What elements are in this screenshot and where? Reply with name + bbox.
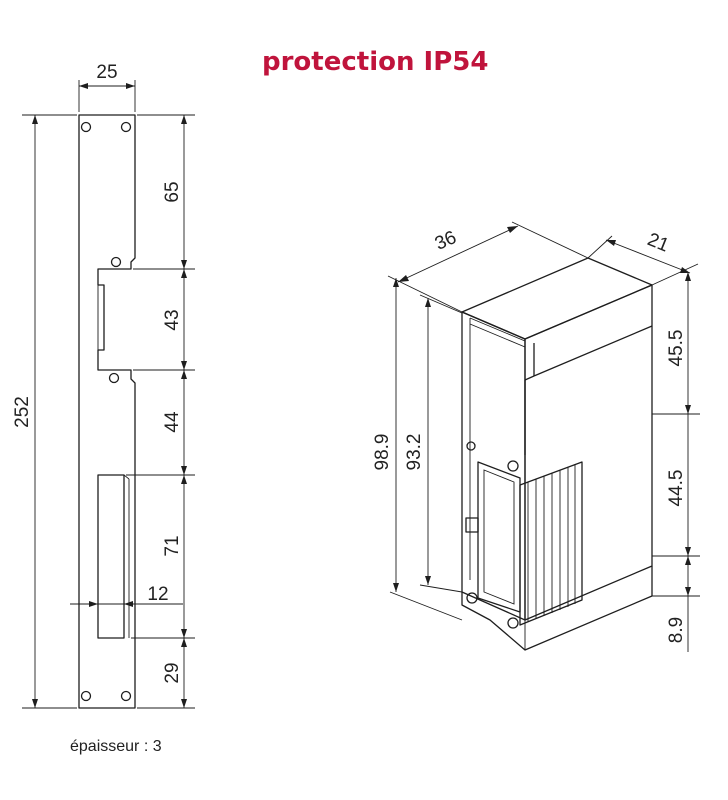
dim-arrow	[181, 269, 187, 278]
dim-arrow	[685, 405, 691, 414]
dim-arrow	[181, 475, 187, 484]
dim-arrow	[181, 260, 187, 269]
dim-arrow	[181, 361, 187, 370]
dim-arrow	[685, 587, 691, 596]
dim-extension-line	[389, 591, 463, 621]
dim-arrow	[606, 240, 616, 246]
dim-arrow	[181, 699, 187, 708]
lock-base	[461, 566, 653, 651]
plate-hole	[80, 690, 92, 702]
dim-lock-inner-height: 93.2	[404, 434, 425, 471]
dim-arrow	[126, 83, 135, 89]
dim-arrow	[425, 298, 431, 307]
lock-front-face	[461, 311, 526, 621]
dim-arrow	[685, 272, 691, 281]
dim-arrow	[181, 638, 187, 647]
plate-hole	[80, 121, 92, 133]
dim-arrow	[124, 601, 133, 607]
plate-hole	[120, 690, 132, 702]
lock-cover-edge	[533, 325, 653, 377]
dim-plate-segment-4: 71	[162, 535, 183, 556]
dim-arrow	[685, 547, 691, 556]
dim-plate-segment-3: 44	[162, 411, 183, 433]
dim-slot-width: 12	[147, 584, 168, 605]
thickness-note: épaisseur : 3	[70, 738, 162, 755]
dim-arrow	[507, 226, 518, 233]
dim-arrow	[425, 576, 431, 585]
dim-lock-upper: 45.5	[666, 330, 687, 367]
dim-arrow	[89, 601, 98, 607]
dim-plate-width: 25	[96, 62, 117, 83]
dim-plate-height: 252	[12, 396, 33, 428]
dim-lock-lower: 8.9	[666, 617, 687, 643]
dim-arrow	[685, 556, 691, 565]
dim-arrow	[181, 115, 187, 124]
lock-latch-recess-inner	[483, 469, 515, 605]
plate-outline	[78, 114, 136, 709]
dim-extension-line	[511, 221, 589, 259]
lock-top-lip	[469, 317, 526, 348]
product-title: protection IP54	[262, 47, 488, 77]
dim-extension-line	[651, 263, 699, 286]
lock-screw	[507, 460, 519, 472]
lock-screw	[466, 592, 478, 604]
dim-extension-line	[419, 294, 463, 314]
dim-lock-total-height: 98.9	[372, 434, 393, 471]
dim-line-lock-depth	[605, 239, 691, 274]
plate-slot-bevel	[123, 474, 130, 480]
lock-screw	[507, 617, 519, 629]
lock-latch-tab	[465, 517, 479, 533]
dim-extension-line	[587, 235, 613, 259]
dim-arrow	[32, 115, 38, 124]
dim-extension-line	[419, 584, 463, 593]
plate-hole	[110, 256, 122, 268]
dim-arrow	[181, 370, 187, 379]
dim-arrow	[680, 267, 690, 273]
dim-arrow	[393, 278, 399, 287]
dim-arrow	[32, 699, 38, 708]
dim-arrow	[79, 83, 88, 89]
dim-lock-width: 36	[432, 227, 460, 255]
dim-plate-segment-5: 29	[162, 662, 183, 683]
plate-slot	[97, 474, 125, 639]
electric-strike-drawing: 36 21 98.9 93.2 45.5 44.5 8.9	[372, 221, 700, 652]
dim-lock-middle: 44.5	[666, 470, 687, 507]
dim-arrow	[181, 466, 187, 475]
strike-plate-drawing: 25 252 65 43 44 71 29 12	[12, 62, 195, 755]
lock-cover-step	[524, 375, 535, 381]
dim-lock-depth: 21	[644, 229, 671, 256]
dim-arrow	[393, 583, 399, 592]
dim-extension-line	[387, 275, 463, 313]
plate-hole	[120, 121, 132, 133]
dim-arrow	[181, 629, 187, 638]
dim-arrow	[398, 275, 409, 282]
plate-hole	[108, 372, 120, 384]
plate-cutout-detail	[97, 285, 105, 350]
lock-latch	[519, 461, 583, 626]
dim-plate-segment-2: 43	[162, 309, 183, 330]
dim-plate-segment-1: 65	[162, 181, 183, 202]
lock-screw	[466, 441, 476, 451]
dim-line-lock-width	[397, 225, 519, 283]
